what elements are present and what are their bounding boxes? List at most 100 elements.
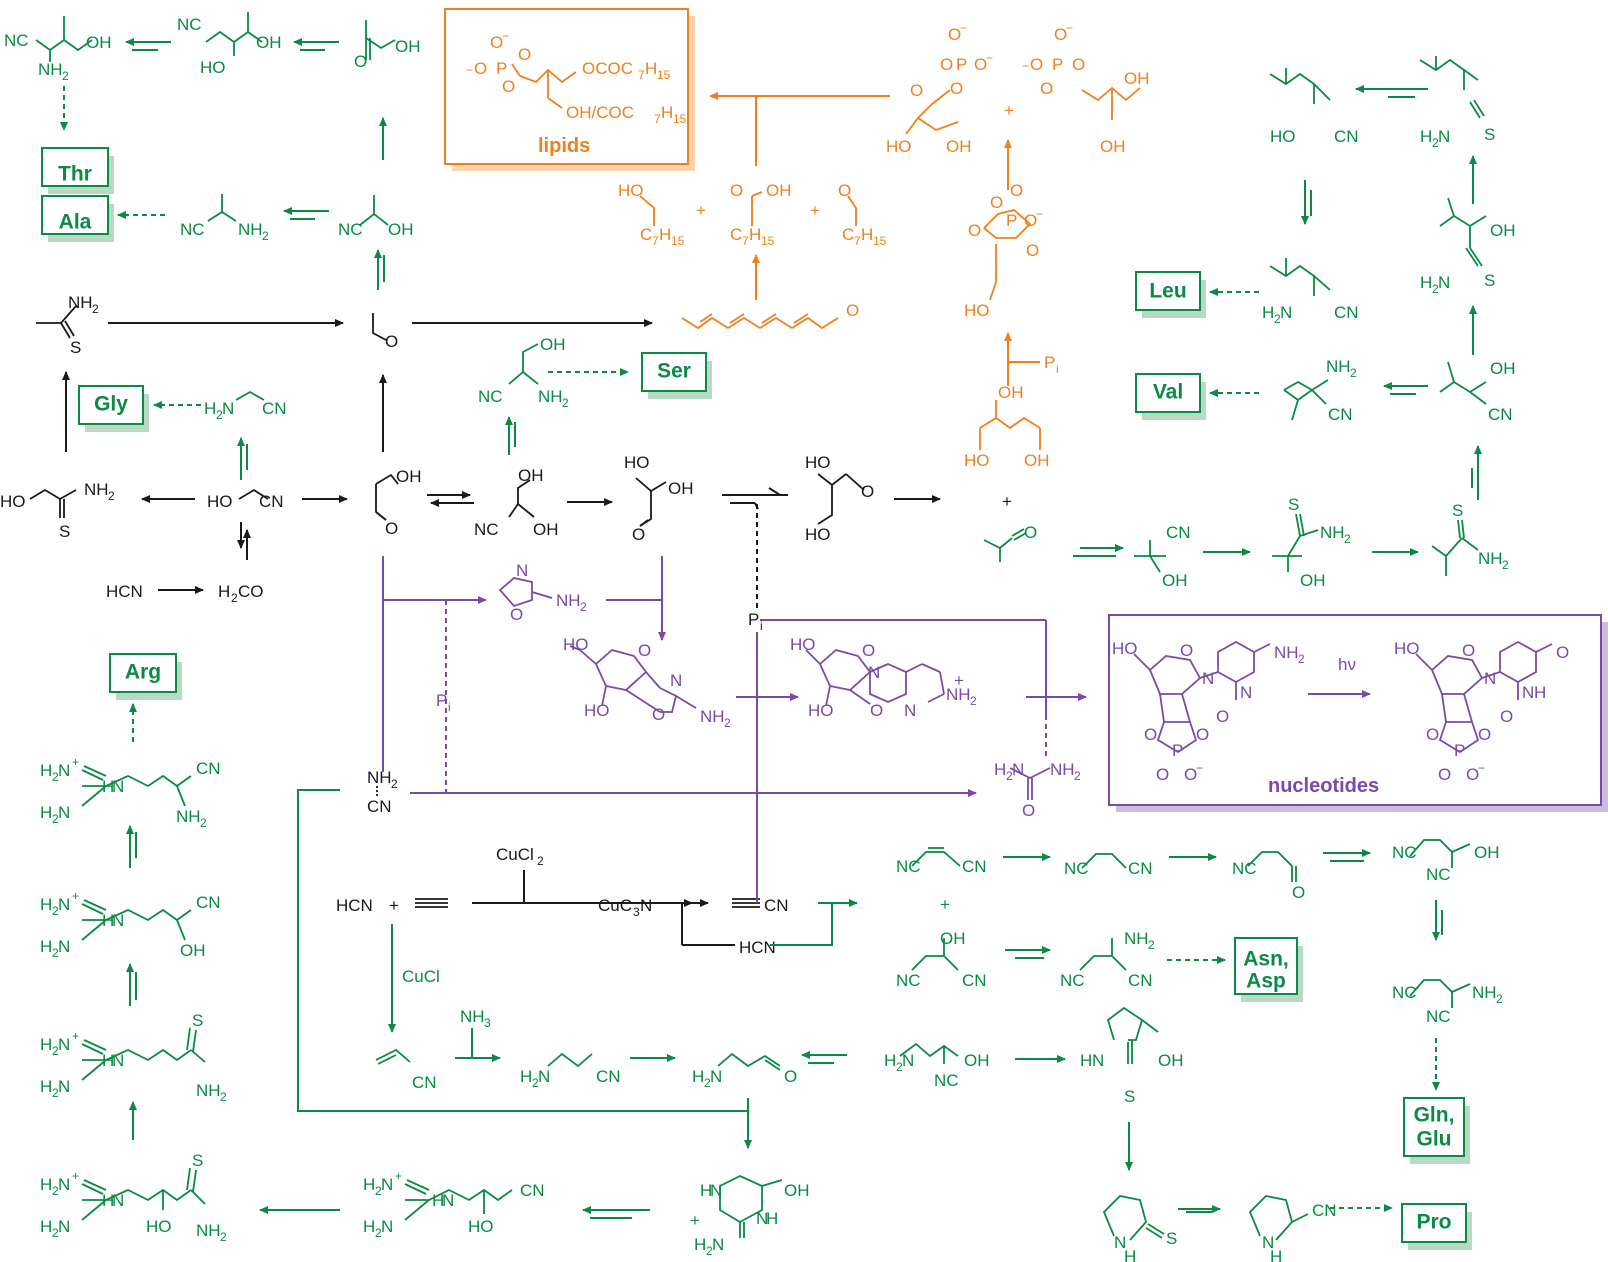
structure-label: O (1462, 641, 1475, 660)
structure-label: OH (1124, 69, 1150, 88)
structure-label: NC (180, 220, 205, 239)
structure-label: 2 (92, 302, 99, 316)
structure-label: OH (784, 1181, 810, 1200)
structure-label: C (640, 225, 652, 244)
structure-label: HO (964, 451, 990, 470)
structure-label: N (1522, 683, 1534, 702)
structure-label: N (442, 1191, 454, 1210)
structure-label: H (766, 1209, 778, 1228)
structure-label: O (838, 181, 851, 200)
structure-label: O (1010, 181, 1023, 200)
pro-label: Pro (1416, 1211, 1451, 1234)
structure-label: HO (805, 525, 831, 544)
structure-label: HO (790, 635, 816, 654)
structure-label: N (222, 399, 234, 418)
structure-label: CN (596, 1067, 621, 1086)
structure-label: N (58, 895, 70, 914)
structure-label: P (1454, 741, 1465, 760)
structure-label: 2 (562, 396, 569, 410)
structure-label: 7 (638, 68, 645, 82)
structure-label: N (1438, 273, 1450, 292)
structure-label: OH (1474, 843, 1500, 862)
structure-label: HO (808, 701, 834, 720)
structure-label: CN (1334, 303, 1359, 322)
structure-label: CN (259, 492, 284, 511)
structure-label: OH (540, 335, 566, 354)
structure-label: CuCl (496, 845, 534, 864)
structure-label: H (102, 1191, 114, 1210)
structure-label: + (395, 1169, 402, 1183)
green-arrows (60, 38, 1482, 1219)
structure-label: 7 (652, 234, 659, 248)
structure-label: OH (998, 383, 1024, 402)
structure-label: NH (68, 293, 93, 312)
thr-box: Thr (41, 147, 114, 194)
structure-label: 2 (375, 1226, 382, 1240)
structure-label: HO (1394, 639, 1420, 658)
structure-label: H (661, 103, 673, 122)
structure-label: N (902, 1051, 914, 1070)
structure-label: O (862, 641, 875, 660)
structure-label: hν (1338, 655, 1356, 674)
structure-label: 15 (671, 234, 685, 248)
structure-label: 7 (742, 234, 749, 248)
structure-label: NC (1060, 971, 1085, 990)
structure-label: CN (367, 797, 392, 816)
structure-label: NC (934, 1071, 959, 1090)
structure-label: H (749, 225, 761, 244)
structure-label: O (1426, 725, 1439, 744)
structure-label: NH (460, 1007, 485, 1026)
structure-label: P (956, 55, 967, 74)
gly-label: Gly (94, 393, 128, 416)
gly-box: Gly (78, 385, 149, 432)
structure-label: NC (1392, 983, 1417, 1002)
structure-label: 15 (657, 68, 671, 82)
structure-label: H (1420, 273, 1432, 292)
structure-label: O (1144, 725, 1157, 744)
thr-label: Thr (58, 163, 92, 186)
structure-label: H (40, 1035, 52, 1054)
structure-label: NH (1478, 549, 1503, 568)
structure-label: CN (1312, 1201, 1337, 1220)
structure-label: N (1202, 669, 1214, 688)
structure-label: N (538, 1067, 550, 1086)
structure-label: − (1036, 207, 1043, 221)
structure-label: CN (962, 971, 987, 990)
structure-label: 2 (896, 1060, 903, 1074)
structure-label: S (1484, 125, 1495, 144)
structure-label: HO (207, 492, 233, 511)
structure-label: − (1066, 21, 1073, 35)
structure-label: P (1044, 353, 1055, 372)
structure-label: NH (196, 1221, 221, 1240)
structure-label: 2 (580, 600, 587, 614)
structure-label: O (940, 55, 953, 74)
structure-label: NC (478, 387, 503, 406)
structure-label: N (58, 937, 70, 956)
structure-label: CuCl (402, 967, 440, 986)
structure-label: 2 (1344, 532, 1351, 546)
structure-label: 2 (724, 716, 731, 730)
structure-label: NH (946, 685, 971, 704)
structure-label: 2 (1432, 136, 1439, 150)
structure-label: 2 (706, 1244, 713, 1258)
structure-label: N (904, 701, 916, 720)
structure-label: 2 (216, 408, 223, 422)
structure-label: S (59, 522, 70, 541)
structure-label: S (70, 338, 81, 357)
structure-label: CN (1328, 405, 1353, 424)
structure-label: 2 (52, 1226, 59, 1240)
gln-label: Gln, (1414, 1104, 1455, 1127)
structure-label: N (712, 1235, 724, 1254)
structure-label: O (638, 641, 651, 660)
structure-label: HO (200, 58, 226, 77)
structure-label: NH (1320, 523, 1345, 542)
structure-label: + (72, 755, 79, 769)
structure-label: P (748, 610, 759, 629)
structure-label: N (710, 1181, 722, 1200)
structure-label: + (810, 201, 820, 220)
structure-label: + (72, 1169, 79, 1183)
